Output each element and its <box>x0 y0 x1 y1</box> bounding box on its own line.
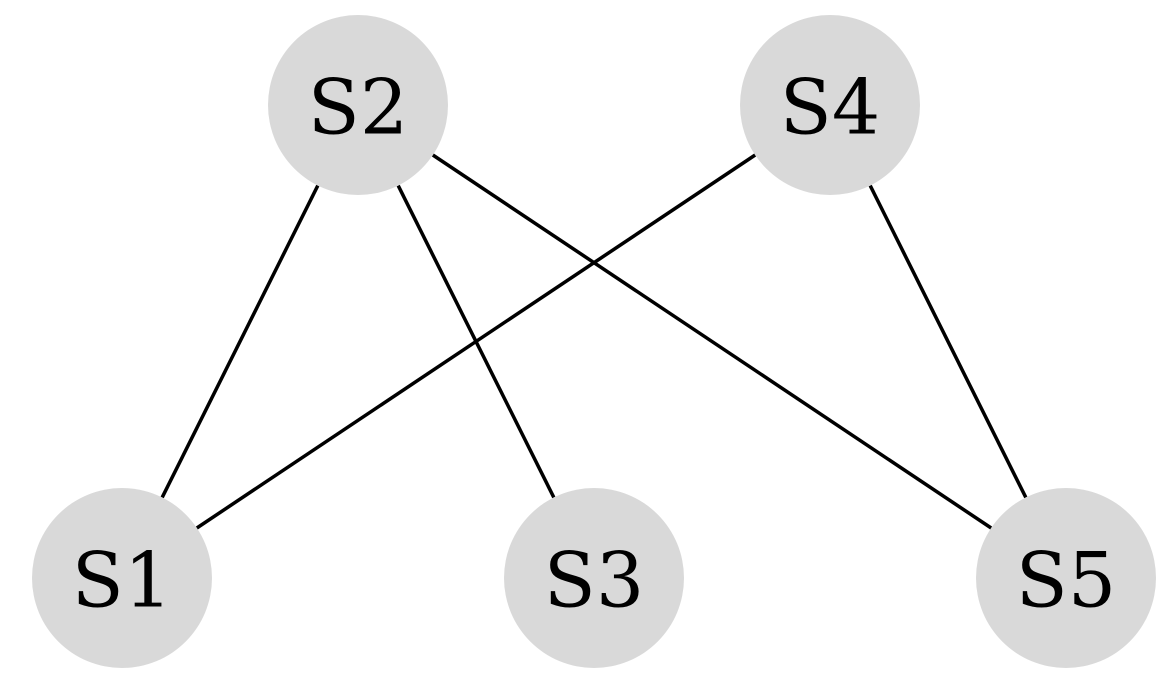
node-circle <box>268 15 448 195</box>
node-circle <box>740 15 920 195</box>
edge-s2-s5 <box>431 153 993 530</box>
node-s3: S3 <box>504 488 684 668</box>
node-s5: S5 <box>976 488 1156 668</box>
node-s4: S4 <box>740 15 920 195</box>
node-s2: S2 <box>268 15 448 195</box>
edges-layer <box>160 153 1028 530</box>
node-label: S3 <box>544 536 644 625</box>
node-s1: S1 <box>32 488 212 668</box>
node-circle <box>504 488 684 668</box>
node-label: S1 <box>72 536 172 625</box>
edge-s4-s5 <box>868 184 1028 499</box>
node-label: S5 <box>1016 536 1116 625</box>
edge-s2-s1 <box>160 184 320 499</box>
node-circle <box>32 488 212 668</box>
node-label: S4 <box>780 63 880 152</box>
node-circle <box>976 488 1156 668</box>
node-label: S2 <box>308 63 408 152</box>
edge-s4-s1 <box>195 153 757 530</box>
